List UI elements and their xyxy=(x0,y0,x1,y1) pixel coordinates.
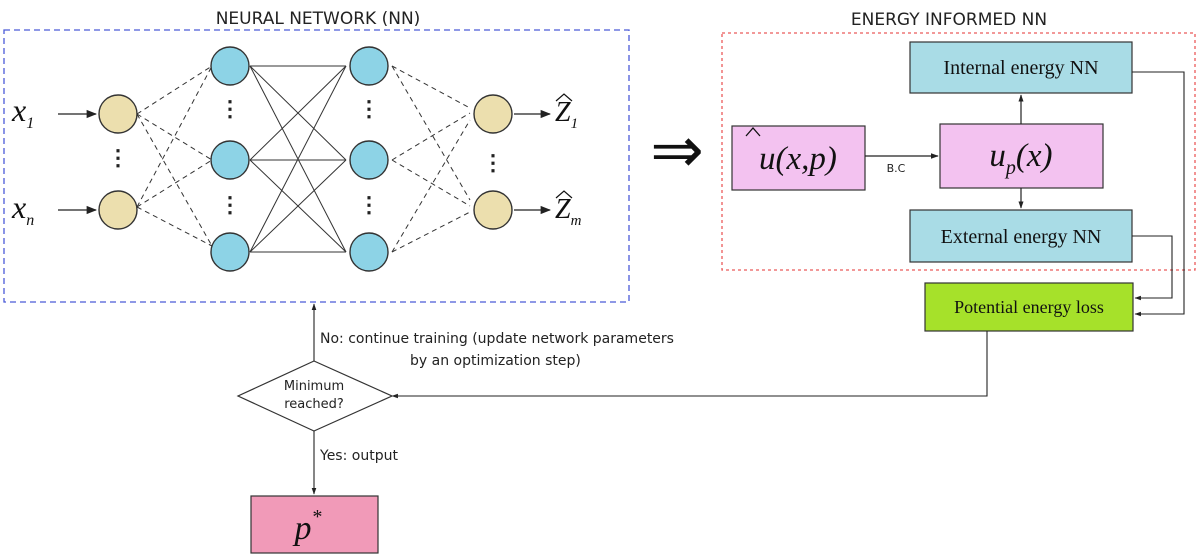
input-label-xn: xn xyxy=(11,189,34,229)
hidden1-vdots-lower: ⋮ xyxy=(219,192,241,217)
up-label: up(x) xyxy=(989,138,1052,179)
approx-u-hat xyxy=(745,127,761,137)
external-to-loss-arrow xyxy=(1132,235,1173,301)
hidden1-node-top xyxy=(210,46,250,86)
implies-arrow: ⇒ xyxy=(650,115,704,186)
output-hat-1 xyxy=(555,93,573,102)
decision-label-line2: reached? xyxy=(284,397,344,412)
approx-u-box xyxy=(731,125,866,191)
output-label-z1: Z1 xyxy=(555,97,578,132)
approx-u-label: u(x,p) xyxy=(759,141,837,177)
nn-panel-border xyxy=(3,29,630,303)
output-vdots: ⋮ xyxy=(482,150,504,175)
decision-label-line1: Minimum xyxy=(284,379,344,394)
internal-energy-label: Internal energy NN xyxy=(943,57,1098,79)
hidden2-node-mid xyxy=(349,140,389,180)
loss-to-decision-arrow xyxy=(391,331,988,399)
input-node-n xyxy=(98,190,138,230)
hidden2-node-bottom xyxy=(349,232,389,272)
output-label-zm: Zm xyxy=(555,194,582,229)
energy-panel-border xyxy=(721,32,1196,271)
hidden-hidden-connections xyxy=(249,65,347,253)
yes-label: Yes: output xyxy=(319,448,398,464)
up-box xyxy=(939,123,1104,189)
no-label-line1: No: continue training (update network pa… xyxy=(320,331,674,347)
energy-panel-title: ENERGY INFORMED NN xyxy=(851,10,1047,30)
external-energy-label: External energy NN xyxy=(941,226,1102,248)
decision-diamond xyxy=(236,360,394,432)
internal-energy-box xyxy=(909,41,1133,94)
input-hidden-connections xyxy=(136,65,213,247)
input-vdots: ⋮ xyxy=(107,145,129,170)
output-hat-m xyxy=(555,190,573,199)
bc-label: B.C xyxy=(887,162,906,175)
hidden-output-connections xyxy=(391,65,471,253)
hidden2-vdots-upper: ⋮ xyxy=(358,96,380,121)
output-node-m xyxy=(473,190,513,230)
hidden2-node-top xyxy=(349,46,389,86)
input-node-1 xyxy=(98,94,138,134)
hidden2-vdots-lower: ⋮ xyxy=(358,192,380,217)
output-node-1 xyxy=(473,94,513,134)
nn-panel-title: NEURAL NETWORK (NN) xyxy=(216,9,421,29)
hidden1-node-mid xyxy=(210,140,250,180)
result-box xyxy=(250,495,379,554)
result-label: p* xyxy=(293,506,322,547)
no-label-line2: by an optimization step) xyxy=(410,353,581,369)
hidden1-node-bottom xyxy=(210,232,250,272)
potential-loss-label: Potential energy loss xyxy=(954,297,1104,317)
internal-to-loss-arrow xyxy=(1132,71,1185,317)
input-label-x1: x1 xyxy=(11,92,34,132)
potential-loss-box xyxy=(924,282,1134,332)
hidden1-vdots-upper: ⋮ xyxy=(219,96,241,121)
